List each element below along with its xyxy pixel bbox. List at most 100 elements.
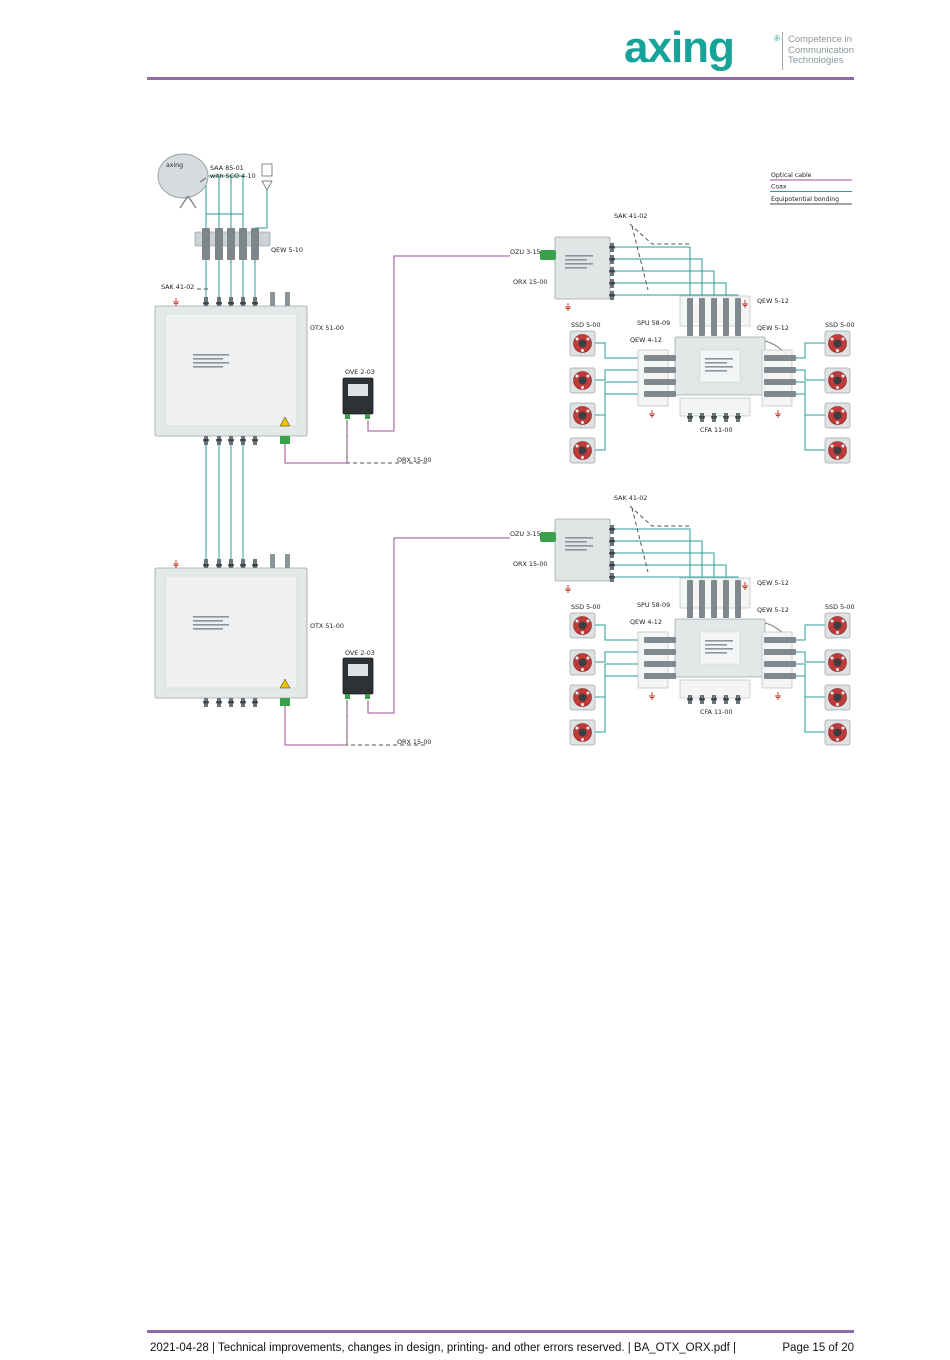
- b2-cfa-term-4: [723, 695, 729, 704]
- b1-cfa-term-2: [699, 413, 705, 422]
- otx2-out-5: [252, 698, 258, 707]
- b1-wall-outlet-icon-left-1-port-2: [586, 337, 590, 341]
- tagline-line-1: Competence in: [788, 34, 852, 45]
- b2-wall-outlet-icon-right-3-port-2: [841, 691, 845, 695]
- otx2-in-1: [203, 559, 209, 568]
- b1-spu-label-line-3: [705, 366, 733, 368]
- b1-wall-outlet-icon-left-1-port-3: [581, 349, 584, 352]
- header-rule: [147, 77, 854, 80]
- b2-right-tap-3: [764, 661, 796, 667]
- b1-wall-outlet-icon-right-4: [824, 437, 851, 464]
- otx1-in-1-body: [204, 297, 208, 306]
- otx1-in-5-body: [253, 297, 257, 306]
- b1-cfa-term-5: [735, 413, 741, 422]
- legend-coax-label: Coax: [771, 184, 787, 191]
- b2-coax-orx-qew-3: [614, 552, 715, 580]
- b1-qew512-ground-icon-shape: [742, 300, 748, 308]
- b1-coax-outlet-left-1: [595, 342, 640, 359]
- b2-orx-out-4-nut: [609, 564, 615, 567]
- otx1-in-3-nut: [228, 302, 234, 305]
- b1-right-ground-icon: [775, 410, 781, 418]
- otx1-in-1: [203, 297, 209, 306]
- otx1-optical-port: [280, 436, 290, 444]
- b1-right-tap-4: [764, 391, 796, 397]
- dish-logo: axing: [166, 162, 183, 169]
- b1-wall-outlet-icon-right-4-port-1: [830, 444, 834, 448]
- b2-sak-pointer-2: [631, 507, 649, 573]
- b2-left-tap-1: [644, 637, 676, 643]
- otx2-in-2-body: [217, 559, 221, 568]
- b2-coax-outlet-right-3: [792, 663, 825, 698]
- b1-label-cfa: CFA 11-00: [700, 426, 733, 434]
- legend-optical-label: Optical cable: [771, 172, 812, 179]
- b1-wall-outlet-icon-right-4-hub: [833, 446, 842, 455]
- b1-label-spu: SPU 58-09: [637, 319, 670, 327]
- otx1-warning-icon: [279, 416, 291, 427]
- rod-triangle: [261, 180, 273, 191]
- b2-label-sak: SAK 41-02: [614, 494, 647, 502]
- ove2-port-out: [365, 694, 370, 699]
- b1-wall-outlet-icon-right-3-port-1: [830, 409, 834, 413]
- dish-reflector: [157, 153, 209, 199]
- b2-orx-label-line-1: [565, 537, 593, 539]
- otx2-in-4: [240, 559, 246, 568]
- b2-qew512-tap-4: [723, 580, 729, 618]
- b1-orx-label-line-4: [565, 267, 587, 269]
- b2-cfa-term-2-nut: [699, 698, 705, 701]
- b1-spu-label-line-1: [705, 358, 733, 360]
- otx2-out-4: [240, 698, 246, 707]
- b2-wall-outlet-icon-left-3-hub: [578, 693, 587, 702]
- qew510-tap-1: [202, 228, 210, 260]
- otx2-in-4-body: [241, 559, 245, 568]
- otx1-in-2-body: [217, 297, 221, 306]
- b1-coax-outlet-left-2: [595, 369, 640, 381]
- b2-wall-outlet-icon-left-3: [569, 684, 596, 711]
- b2-wall-outlet-icon-left-1: [569, 612, 596, 639]
- otx2-in-1-nut: [203, 564, 209, 567]
- b1-qew512-tap-1: [687, 298, 693, 336]
- b1-wall-outlet-icon-right-4-port-3: [836, 456, 839, 459]
- legend: Optical cable Coax Equipotential bonding: [770, 172, 852, 205]
- b2-wall-outlet-icon-right-1-port-3: [836, 631, 839, 634]
- b1-label-qew412: QEW 4-12: [630, 336, 662, 344]
- b1-coax-outlet-left-3: [595, 381, 640, 416]
- ove1-port-out: [365, 414, 370, 419]
- ove1-label: [348, 384, 368, 396]
- devices: axing: [154, 153, 851, 746]
- otx2-out-2-nut: [216, 701, 222, 704]
- b1-orx-out-5: [609, 291, 615, 300]
- label-saa: SAA 85-01: [210, 164, 244, 172]
- b1-coax-outlet-right-1: [792, 342, 825, 359]
- b2-wall-outlet-icon-left-4-port-3: [581, 738, 584, 741]
- b2-qew512-ground-icon: [742, 582, 748, 590]
- b1-cfa-term-1: [687, 413, 693, 422]
- optical-spare-2: [346, 700, 428, 746]
- label-otx-1: OTX 51-00: [310, 324, 344, 332]
- b2-orx-out-3-nut: [609, 552, 615, 555]
- b2-wall-outlet-icon-right-4-port-3: [836, 738, 839, 741]
- label-otx-2: OTX 51-00: [310, 622, 344, 630]
- b1-wall-outlet-icon-left-3-port-3: [581, 421, 584, 424]
- b2-orx-out-1-nut: [609, 528, 615, 531]
- b2-coax-outlet-right-4: [792, 675, 825, 733]
- otx1-in-3-body: [229, 297, 233, 306]
- b1-cfa-term-4: [723, 413, 729, 422]
- b1-wall-outlet-icon-left-1-port-1: [575, 337, 579, 341]
- b1-wall-outlet-icon-right-4-port-2: [841, 444, 845, 448]
- otx1-label-line-1: [193, 354, 229, 356]
- b1-wall-outlet-icon-right-2-port-3: [836, 386, 839, 389]
- b1-coax-orx-qew-1: [614, 246, 691, 298]
- otx2-in-3-nut: [228, 564, 234, 567]
- otx1-in-4-body: [241, 297, 245, 306]
- footer-disclaimer: 2021-04-28 | Technical improvements, cha…: [150, 1342, 736, 1354]
- rod-box: [261, 163, 273, 177]
- logo-registered-mark: ®: [774, 34, 780, 43]
- b2-wall-outlet-icon-left-4-port-2: [586, 726, 590, 730]
- b2-cfa-term-4-nut: [723, 698, 729, 701]
- b2-wall-outlet-icon-left-3-port-1: [575, 691, 579, 695]
- b2-wall-outlet-icon-right-1-port-1: [830, 619, 834, 623]
- otx2-out-5-nut: [252, 701, 258, 704]
- qew510-tap-2: [215, 228, 223, 260]
- logo-tagline: Competence in Communication Technologies: [788, 34, 854, 67]
- b2-orx-out-5-nut: [609, 576, 615, 579]
